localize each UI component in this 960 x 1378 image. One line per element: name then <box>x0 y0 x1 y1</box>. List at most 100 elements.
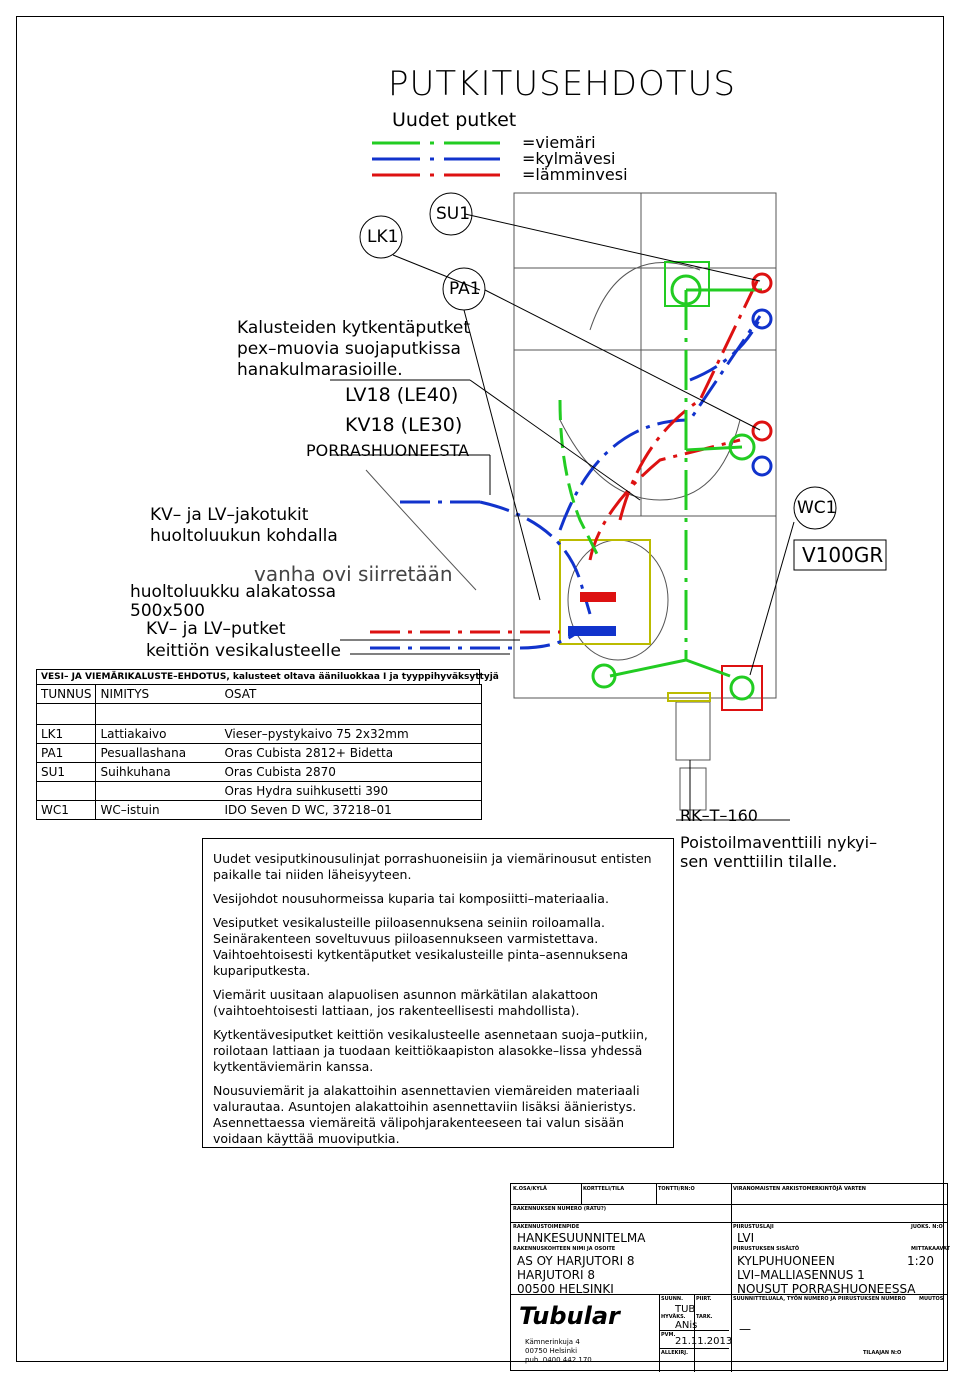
instruction-paragraph: Uudet vesiputkinousulinjat porrashuoneis… <box>213 851 652 882</box>
note-jakotukit-1: KV– ja LV–jakotukit <box>150 505 309 525</box>
tb-content-3: NOUSUT PORRASHUONEESSA <box>737 1282 916 1296</box>
table-cell: Oras Hydra suihkusetti 390 <box>224 784 389 798</box>
tb-label-block: KORTTELI/TILA <box>583 1186 625 1192</box>
note-old-door: vanha ovi siirretään <box>254 562 453 586</box>
tb-label-signature: ALLEKIRJ. <box>661 1350 689 1356</box>
tb-label-project-type: RAKENNUSTOIMENPIDE <box>513 1224 580 1230</box>
note-rk-1: Poistoilmaventtiili nykyi– <box>680 833 878 852</box>
tb-discipline: LVI <box>737 1231 755 1245</box>
table-cell <box>36 781 97 801</box>
tb-label-address: K.OSA/KYLÄ <box>513 1186 547 1192</box>
note-kitchen-1: KV– ja LV–putket <box>146 619 286 639</box>
note-huoltoluukku-2: 500x500 <box>130 601 205 621</box>
instruction-paragraph: Kytkentävesiputket keittiön vesikalustee… <box>213 1027 648 1074</box>
tb-site-3: 00500 HELSINKI <box>517 1282 614 1296</box>
tb-dash: — <box>739 1322 751 1336</box>
tb-plan-type: HANKESUUNNITELMA <box>517 1231 646 1245</box>
legend-lines <box>372 141 500 177</box>
bubble-wc1: WC1 <box>797 498 837 518</box>
tb-label-serial: JUOKS. N:O <box>911 1224 943 1230</box>
table-row: Oras Hydra suihkusetti 390 <box>36 781 482 801</box>
legend-label-cold: =kylmävesi <box>522 149 616 168</box>
title-block: K.OSA/KYLÄ KORTTELI/TILA TONTTI/RN:O VIR… <box>510 1183 950 1372</box>
tb-label-office: SUUNNITTELUALA, TYÖN NUMERO JA PIIRUSTUK… <box>733 1296 906 1302</box>
leader-lines <box>330 213 795 821</box>
note-kitchen-2: keittiön vesikalusteelle <box>146 641 341 661</box>
table-spacer <box>36 703 97 725</box>
instruction-paragraph: Nousuviemärit ja alakattoihin asennettav… <box>213 1083 640 1146</box>
instruction-paragraph: Vesiputket vesikalusteille piiloasennuks… <box>213 915 629 978</box>
table-cell: Vieser–pystykaivo 75 2x32mm <box>224 727 409 741</box>
note-connection-1: Kalusteiden kytkentäputket <box>237 318 471 338</box>
tb-label-change: MUUTOS <box>919 1296 944 1302</box>
table-cell: PA1 <box>36 743 97 763</box>
table-cell: IDO Seven D WC, 37218–01 <box>224 803 392 817</box>
tb-drawer: ANis <box>675 1320 698 1331</box>
drawing-title: PUTKITUSEHDOTUS <box>388 64 736 104</box>
table-cell: SU1 <box>36 762 97 782</box>
tb-content-1: KYLPUHUONEEN <box>737 1254 835 1268</box>
tb-label-authority: VIRANOMAISTEN ARKISTOMERKINTÖJÄ VARTEN <box>733 1186 866 1192</box>
bubble-pa1: PA1 <box>449 279 481 299</box>
tb-label-scale: MITTAKAAVAT <box>911 1246 950 1252</box>
instruction-paragraph: Vesijohdot nousuhormeissa kuparia tai ko… <box>213 891 609 906</box>
table-cell: WC–istuin <box>100 803 160 817</box>
drawing-subtitle: Uudet putket <box>392 109 517 131</box>
tb-label-approve: HYVÄKS. <box>661 1314 686 1320</box>
note-kv: KV18 (LE30) <box>345 414 463 436</box>
table-header-row: TUNNUS NIMITYS OSAT <box>36 684 482 704</box>
note-rk: RK–T–160 <box>680 806 758 825</box>
tb-label-plot: TONTTI/RN:O <box>658 1186 695 1192</box>
note-jakotukit-2: huoltoluukun kohdalla <box>150 526 338 546</box>
bubble-lk1: LK1 <box>367 227 399 247</box>
header-osat: OSAT <box>224 687 257 701</box>
legend-label-drain: =viemäri <box>522 133 596 152</box>
wc-model-label: V100GR <box>802 543 884 567</box>
note-rk-2: sen venttiilin tilalle. <box>680 852 838 871</box>
table-cell <box>96 782 221 801</box>
tb-content-2: LVI–MALLIASENNUS 1 <box>737 1268 865 1282</box>
tb-date: 21.11.2013 <box>675 1336 733 1347</box>
tb-scale: 1:20 <box>907 1254 934 1268</box>
tb-label-designer: SUUNN. <box>661 1296 683 1302</box>
instruction-paragraph: Viemärit uusitaan alapuolisen asunnon mä… <box>213 987 599 1018</box>
note-lv: LV18 (LE40) <box>345 384 459 406</box>
cold-water-mixer <box>568 626 616 636</box>
header-nimitys: NIMITYS <box>100 687 150 701</box>
tb-label-date: PVM. <box>661 1332 676 1338</box>
legend-label-hot: =lämminvesi <box>522 165 628 184</box>
note-connection-3: hanakulmarasioille. <box>237 360 403 380</box>
note-connection-2: pex–muovia suojaputkissa <box>237 339 461 359</box>
drawing-frame <box>16 16 944 1362</box>
tb-label-content: PIIRUSTUKSEN SISÄLTÖ <box>733 1246 800 1252</box>
tubular-logo: Tubular <box>519 1302 620 1330</box>
bubble-su1: SU1 <box>436 204 471 224</box>
instructions-box: Uudet vesiputkinousulinjat porrashuoneis… <box>202 838 674 1148</box>
tb-site-2: HARJUTORI 8 <box>517 1268 595 1282</box>
table-cell: Suihkuhana <box>100 765 171 779</box>
tb-label-tark: TARK. <box>696 1314 713 1320</box>
tb-label-project-name: RAKENNUSKOHTEEN NIMI JA OSOITE <box>513 1246 616 1252</box>
table-cell: Pesuallashana <box>100 746 187 760</box>
tb-company-address-2: 00750 Helsinki <box>525 1347 578 1355</box>
fixture-bubbles <box>359 192 887 571</box>
tb-label-building: RAKENNUKSEN NUMERO (RATU?) <box>513 1206 607 1212</box>
header-tunnus: TUNNUS <box>36 684 97 704</box>
table-cell: Lattiakaivo <box>100 727 167 741</box>
table-cell: Oras Cubista 2870 <box>224 765 336 779</box>
valve-circles <box>591 272 773 701</box>
tb-company-address-3: puh. 0400 442 170 <box>525 1356 592 1364</box>
table-caption: VESI– JA VIEMÄRIKALUSTE–EHDOTUS, kaluste… <box>36 669 499 684</box>
hot-water-mixer <box>580 592 616 602</box>
tb-company-address-1: Kämnerinkuja 4 <box>525 1338 580 1346</box>
tb-designer: TUB <box>675 1304 696 1315</box>
tb-label-check: PIIRT. <box>696 1296 712 1302</box>
table-cell: Oras Cubista 2812+ Bidetta <box>224 746 394 760</box>
note-stairwell: PORRASHUONEESTA <box>306 441 470 460</box>
table-cell: WC1 <box>36 800 97 820</box>
